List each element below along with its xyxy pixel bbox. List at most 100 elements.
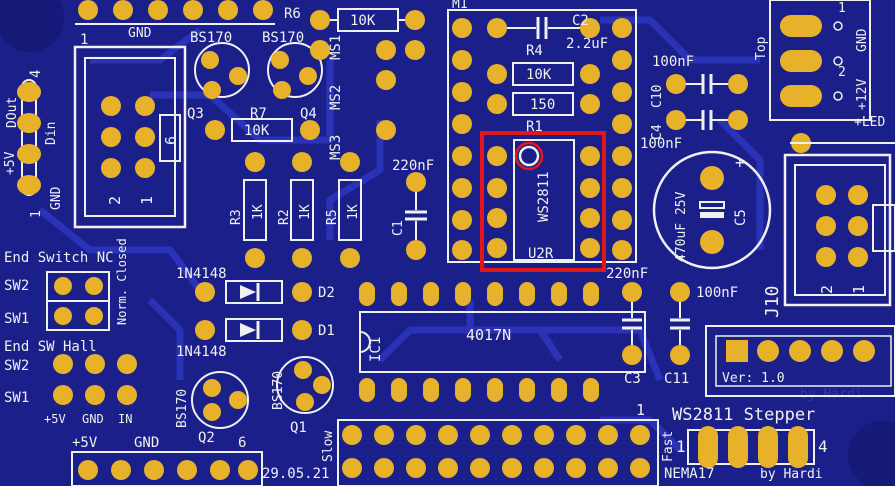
c5-value: 470uF 25V [674,191,689,262]
c3-label: C3 [624,371,641,387]
ic-part-label: 4017N [466,326,511,344]
mount-hole-bottom-right [848,421,895,486]
in-b-label: IN [118,412,132,426]
c5-capacitor [652,150,772,270]
nema17-connector [687,426,815,468]
bottom-long-header [337,419,659,486]
r4-resistor [487,62,600,86]
d2-label: D2 [318,285,335,301]
m1-label: M1 [452,0,468,12]
q2-transistor [191,371,249,429]
conn-one-label: 1 [138,196,156,205]
bs170-d-label: BS170 [271,371,286,410]
one-bottom-label: 1 [636,401,645,419]
plus5v-b-label: +5V [44,412,66,426]
q3-transistor [194,42,250,99]
bs170-a-label: BS170 [190,30,232,46]
r5-label: R5 [325,209,340,225]
sw2-b-label: SW2 [4,358,29,374]
ver-label: Ver: 1.0 [722,371,785,386]
nema17-label: NEMA17 [664,466,715,482]
by-hardi-label: by Hardi [760,467,823,482]
c2-capacitor [487,17,600,39]
bottom-left-header [71,451,263,486]
q3-label: Q3 [187,106,204,122]
r6-resistor [310,8,425,32]
j10-connector [783,153,895,307]
r7-label: R7 [250,106,267,122]
r1-value: 150 [530,97,555,113]
r3-label: R3 [229,209,244,225]
led-label: +LED [854,115,885,130]
stepper-one-label: 1 [676,437,686,456]
fast-label: Fast [661,431,676,462]
bottom-gnd-label: GND [134,435,159,451]
dout-label: DOut [5,97,20,128]
end-sw-hall-pins [53,354,137,405]
ws2811-stepper-title: WS2811 Stepper [672,405,815,425]
sw1-b-label: SW1 [4,390,29,406]
r1-resistor [487,92,600,116]
sw2-a-label: SW2 [4,278,29,294]
din-label: Din [44,122,59,145]
r2-label: R2 [277,209,292,225]
c4-label: C4 [650,124,665,140]
c1-label: C1 [391,220,406,236]
j10-label: J10 [762,285,783,318]
q1-label: Q1 [290,420,307,436]
plus12v-label: +12V [855,79,870,110]
slow-label: Slow [321,431,336,462]
d1-part-label: 1N4148 [176,344,227,360]
r2-value: 1K [298,204,313,220]
r3-resistor [243,152,267,268]
d1-diode [195,318,312,342]
date-label: 29.05.21 [262,466,329,482]
c2-label: C2 [572,13,589,29]
r4-value: 10K [526,67,552,83]
gnd-b-label: GND [82,412,104,426]
conn-two-label: 2 [106,196,124,205]
end-switch-nc-label: End Switch NC [4,250,114,266]
bs170-c-label: BS170 [175,389,190,428]
c11-value: 100nF [696,285,738,301]
norm-closed-label: Norm. Closed [115,238,129,325]
c5-plus-label: + [735,153,745,172]
c11-capacitor [670,282,690,365]
d2-part-label: 1N4148 [176,266,227,282]
r6-label: R6 [284,6,301,22]
r4-label: R4 [526,43,543,59]
ver-connector [705,325,895,397]
ws2811-chip [487,139,600,261]
bottom-plus5v-label: +5V [72,435,98,451]
ws2811-highlight-box [480,131,606,272]
four-label: 4 [28,70,44,78]
mount-hole-top-left [0,0,64,52]
r6-value: 10K [350,13,376,29]
copper-traces [37,16,764,453]
gnd-right-label: GND [855,28,870,52]
ws2811-chip-label: WS2811 [536,171,552,222]
q4-transistor [267,42,323,99]
r5-value: 1K [346,204,361,220]
one-right-label: 1 [838,1,846,16]
top-header-pins [78,0,273,20]
ic1-label: IC1 [368,337,384,362]
top-header-gnd-label: GND [128,26,152,41]
c1-value: 220nF [392,158,434,174]
power-connector [769,0,871,121]
r2-resistor [290,152,314,268]
d2-diode [195,280,312,304]
q2-label: Q2 [198,430,215,446]
d1-label: D1 [318,323,335,339]
c4-value: 100nF [640,136,682,152]
r7-value: 10K [244,123,270,139]
stepper-four-label: 4 [818,437,828,456]
c10-value: 100nF [652,54,694,70]
plus5v-left-label: +5V [3,151,18,175]
r5-resistor [338,152,362,268]
u2r-label: U2R [528,246,554,262]
end-switch-nc-pins [46,271,110,331]
q1-transistor [276,356,334,414]
